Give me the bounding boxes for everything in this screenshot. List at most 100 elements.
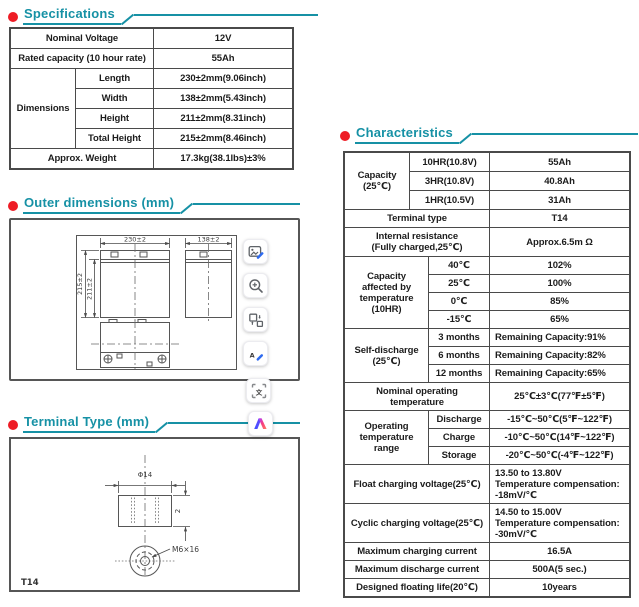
spec-rated-capacity-value: 55Ah: [153, 48, 293, 69]
self-discharge-6m-label: 6 months: [428, 346, 490, 365]
dim-step-height-label: 2: [174, 509, 182, 513]
specifications-table: Nominal Voltage 12V Rated capacity (10 h…: [9, 27, 294, 170]
terminal-type-code: T14: [21, 578, 39, 588]
svg-text:文: 文: [254, 387, 262, 396]
characteristics-title: Characteristics: [355, 125, 459, 144]
spec-total-height-value: 215±2mm(8.46inch): [153, 128, 293, 149]
operating-discharge-value: -15℃~50℃(5℉~122℉): [489, 410, 630, 429]
dim-total-height-label: 215±2: [76, 273, 84, 295]
capture-translate-button[interactable]: 文: [246, 378, 271, 403]
dim-case-height-label: 211±2: [86, 278, 94, 300]
edit-text-button[interactable]: A: [243, 341, 268, 366]
self-discharge-3m-value: Remaining Capacity:91%: [489, 328, 630, 347]
max-discharge-current-value: 500A(5 sec.): [489, 560, 630, 579]
characteristics-table: Capacity (25℃) 10HR(10.8V) 55Ah 3HR(10.8…: [343, 151, 631, 598]
temp-40-value: 102%: [489, 256, 630, 275]
spec-dimensions-label: Dimensions: [10, 68, 76, 149]
self-discharge-label: Self-discharge (25℃): [344, 328, 429, 383]
temp-0-value: 85%: [489, 292, 630, 311]
edit-image-icon: [248, 245, 263, 259]
header-rule: [168, 422, 300, 424]
replace-image-icon: [248, 313, 263, 327]
terminal-type-panel: Φ14 2 M6×16 T1: [9, 437, 300, 592]
spec-length-value: 230±2mm(9.06inch): [153, 68, 293, 89]
spec-width-value: 138±2mm(5.43inch): [153, 88, 293, 109]
dim-width-label: 230±2: [124, 236, 146, 244]
internal-resistance-value: Approx.6.5m Ω: [489, 227, 630, 257]
self-discharge-6m-value: Remaining Capacity:82%: [489, 346, 630, 365]
replace-image-button[interactable]: [243, 307, 268, 332]
header-diagonal: [120, 14, 134, 25]
svg-text:A: A: [249, 351, 254, 359]
assistant-logo-icon: [254, 418, 267, 429]
max-discharge-current-label: Maximum discharge current: [344, 560, 490, 579]
spec-nominal-voltage-label: Nominal Voltage: [9, 28, 155, 49]
cyclic-charging-value: 14.50 to 15.00V Temperature compensation…: [489, 503, 630, 543]
terminal-type-title: Terminal Type (mm): [23, 414, 156, 433]
capacity-value-10hr: 55Ah: [489, 152, 630, 172]
self-discharge-12m-value: Remaining Capacity:65%: [489, 364, 630, 383]
terminal-type-row: Terminal type T14: [344, 209, 630, 228]
red-bullet-icon: [8, 12, 18, 22]
header-diagonal: [458, 133, 472, 144]
nominal-temperature-label: Nominal operating temperature: [344, 382, 490, 411]
spec-width-label: Width: [74, 88, 155, 109]
design-life-value: 10years: [489, 578, 630, 597]
capacity-value-1hr: 31Ah: [489, 190, 630, 210]
red-bullet-icon: [8, 201, 18, 211]
terminal-type-header: Terminal Type (mm): [8, 413, 300, 433]
assistant-logo-button[interactable]: [248, 411, 273, 436]
temp-minus15-value: 65%: [489, 310, 630, 329]
self-discharge-12m-label: 12 months: [428, 364, 490, 383]
operating-range-label: Operating temperature range: [344, 410, 429, 465]
zoom-in-icon: [248, 278, 263, 293]
spec-total-height-label: Total Height: [74, 128, 155, 149]
red-bullet-icon: [8, 420, 18, 430]
outer-dimensions-title: Outer dimensions (mm): [23, 195, 181, 214]
spec-nominal-voltage-value: 12V: [153, 28, 293, 49]
header-diagonal: [180, 203, 194, 214]
operating-storage-label: Storage: [428, 446, 490, 465]
design-life-label: Designed floating life(20℃): [344, 578, 490, 597]
outer-dimensions-header: Outer dimensions (mm): [8, 194, 300, 214]
capture-translate-icon: 文: [251, 383, 266, 398]
zoom-in-button[interactable]: [243, 273, 268, 298]
outer-dimensions-drawing: 230±2 215±2 211±2 138±2: [76, 235, 237, 370]
spec-height-value: 211±2mm(8.31inch): [153, 108, 293, 129]
temp-40-label: 40℃: [428, 256, 490, 275]
operating-range-section: Operating temperature range Discharge -1…: [344, 410, 630, 465]
capacity-cond-10hr: 10HR(10.8V): [409, 152, 490, 172]
specifications-title: Specifications: [23, 6, 121, 25]
operating-charge-label: Charge: [428, 428, 490, 447]
operating-charge-value: -10℃~50℃(14℉~122℉): [489, 428, 630, 447]
terminal-type-label: Terminal type: [344, 209, 490, 228]
temp-25-label: 25℃: [428, 274, 490, 293]
header-rule: [471, 133, 638, 135]
float-charging-label: Float charging voltage(25℃): [344, 464, 490, 504]
capacity-temperature-section: Capacity affected by temperature (10HR) …: [344, 256, 630, 329]
spec-length-label: Length: [74, 68, 155, 89]
cyclic-charging-label: Cyclic charging voltage(25℃): [344, 503, 490, 543]
float-charging-row: Float charging voltage(25℃) 13.50 to 13.…: [344, 464, 630, 504]
spec-weight-value: 17.3kg(38.1lbs)±3%: [153, 148, 293, 169]
capacity-label: Capacity (25℃): [344, 152, 410, 210]
nominal-temperature-value: 25℃±3℃(77℉±5℉): [489, 382, 630, 411]
capacity-cond-1hr: 1HR(10.5V): [409, 190, 490, 210]
capacity-cond-3hr: 3HR(10.8V): [409, 171, 490, 191]
operating-discharge-label: Discharge: [428, 410, 490, 429]
cyclic-charging-row: Cyclic charging voltage(25℃) 14.50 to 15…: [344, 503, 630, 543]
nominal-temperature-row: Nominal operating temperature 25℃±3℃(77℉…: [344, 382, 630, 411]
spec-height-label: Height: [74, 108, 155, 129]
internal-resistance-row: Internal resistance (Fully charged,25℃) …: [344, 227, 630, 257]
edit-image-button[interactable]: [243, 239, 268, 264]
dim-depth-label: 138±2: [198, 236, 220, 244]
spec-weight-label: Approx. Weight: [9, 148, 155, 169]
capacity-value-3hr: 40.8Ah: [489, 171, 630, 191]
characteristics-header: Characteristics: [340, 124, 638, 144]
capacity-temperature-label: Capacity affected by temperature (10HR): [344, 256, 429, 329]
capacity-section: Capacity (25℃) 10HR(10.8V) 55Ah 3HR(10.8…: [344, 152, 630, 210]
spec-rated-capacity-label: Rated capacity (10 hour rate): [9, 48, 155, 69]
red-bullet-icon: [340, 131, 350, 141]
max-charge-current-value: 16.5A: [489, 542, 630, 561]
